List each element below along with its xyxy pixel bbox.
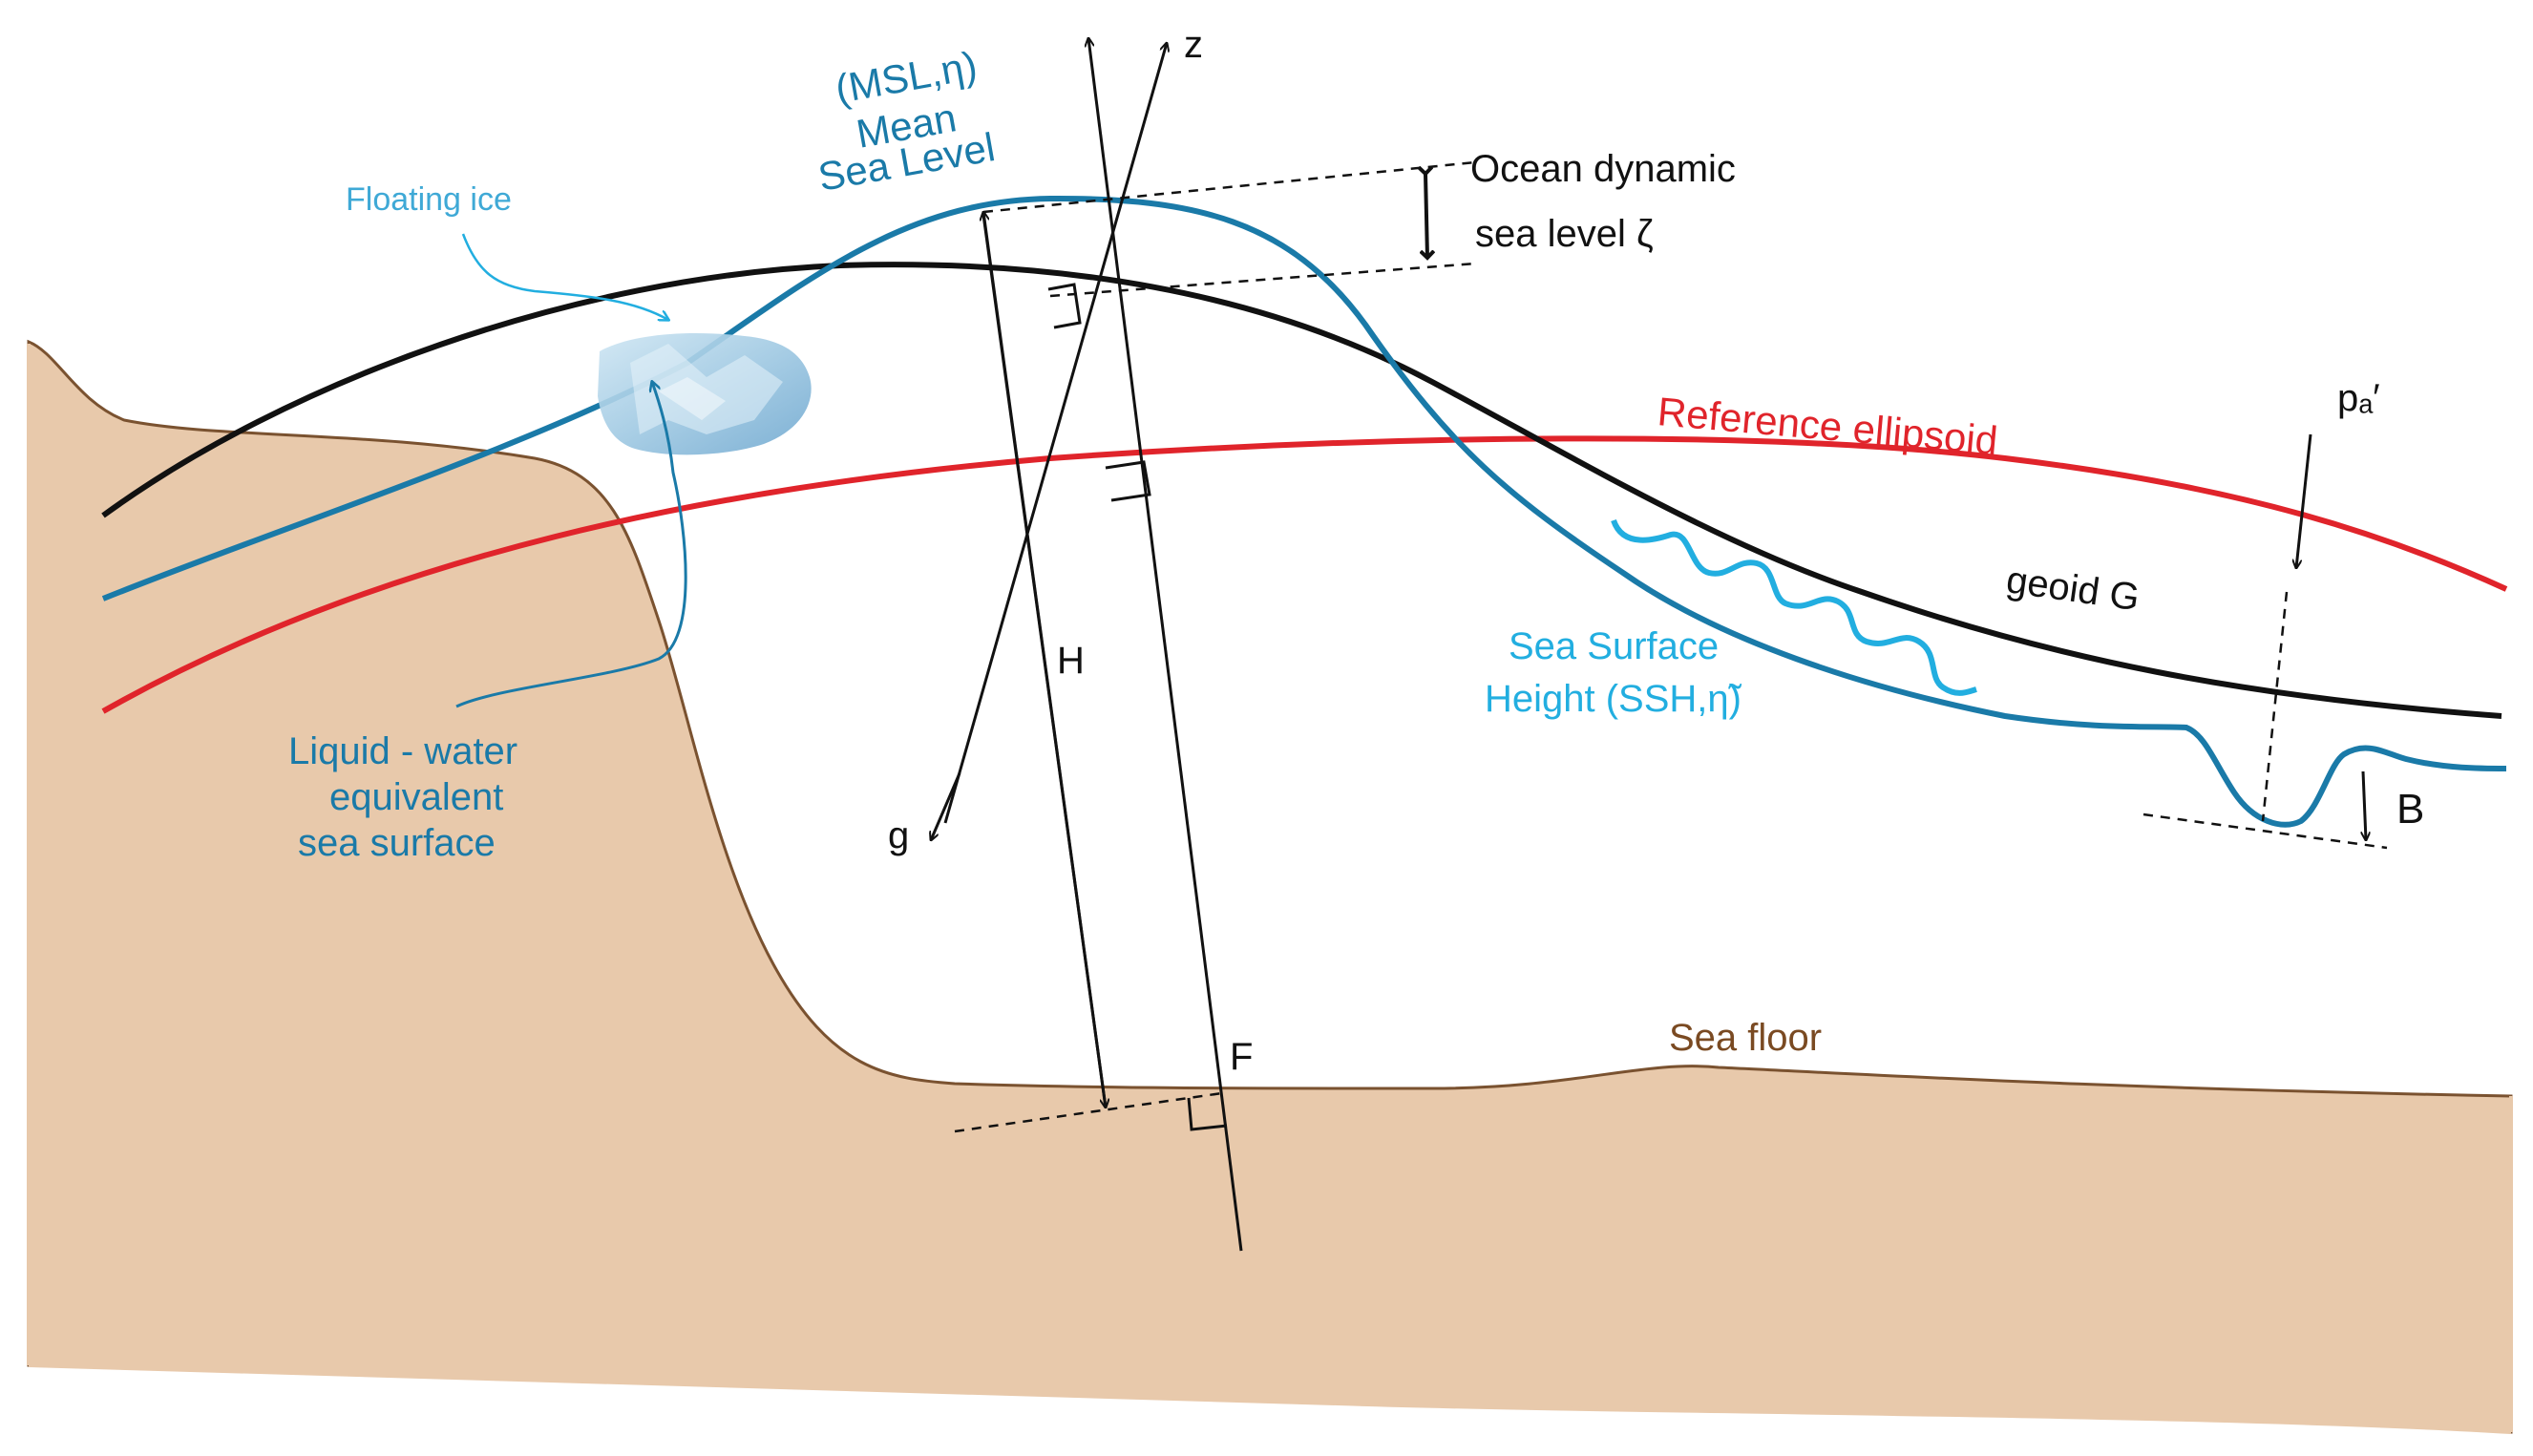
floating-ice-block bbox=[598, 332, 812, 455]
ocean-dynamic-arrow bbox=[1425, 174, 1427, 258]
floating-ice-pointer bbox=[461, 233, 668, 320]
floating-ice-label: Floating ice bbox=[346, 181, 512, 218]
liquid-water-label-line1: Liquid - water bbox=[288, 730, 517, 772]
b-arrow bbox=[2363, 770, 2366, 840]
g-axis bbox=[931, 772, 961, 840]
sea-surface-height-wave bbox=[1611, 518, 1977, 696]
ssh-label-line2: Height (SSH,η̃) bbox=[1485, 678, 1742, 720]
right-angle-floor bbox=[1187, 1097, 1228, 1131]
pa-label: pₐ′ bbox=[2337, 377, 2380, 419]
z-axis bbox=[943, 43, 1167, 824]
liquid-water-label-line2: equivalent bbox=[329, 776, 503, 818]
right-angle-ellipsoid bbox=[1105, 460, 1151, 502]
ocean-dynamic-label: Ocean dynamic bbox=[1470, 148, 1736, 190]
geoid-curve bbox=[101, 262, 2502, 719]
right-angle-geoid bbox=[1047, 283, 1082, 329]
mean-sea-level-curve bbox=[101, 195, 2507, 828]
b-label: B bbox=[2396, 786, 2424, 833]
pa-arrow bbox=[2296, 433, 2312, 568]
z-label: z bbox=[1184, 24, 1203, 66]
h-label: H bbox=[1057, 640, 1085, 682]
geoid-label: geoid G bbox=[2004, 559, 2142, 619]
reference-ellipsoid-label: Reference ellipsoid bbox=[1656, 389, 1999, 463]
reference-ellipsoid-curve bbox=[101, 435, 2508, 714]
ssh-label-line1: Sea Surface bbox=[1509, 625, 1719, 667]
land-sea-floor bbox=[27, 339, 2513, 1434]
g-label: g bbox=[888, 814, 909, 856]
f-label: F bbox=[1230, 1036, 1253, 1078]
msl-eta-label: (MSL,η) bbox=[832, 43, 980, 112]
liquid-water-label-line3: sea surface bbox=[298, 822, 496, 864]
sea-floor-label: Sea floor bbox=[1669, 1017, 1822, 1059]
liquid-water-pointer bbox=[455, 382, 687, 708]
sea-level-zeta-label: sea level ζ bbox=[1475, 213, 1654, 255]
vertical-reference-line bbox=[1088, 38, 1243, 1252]
